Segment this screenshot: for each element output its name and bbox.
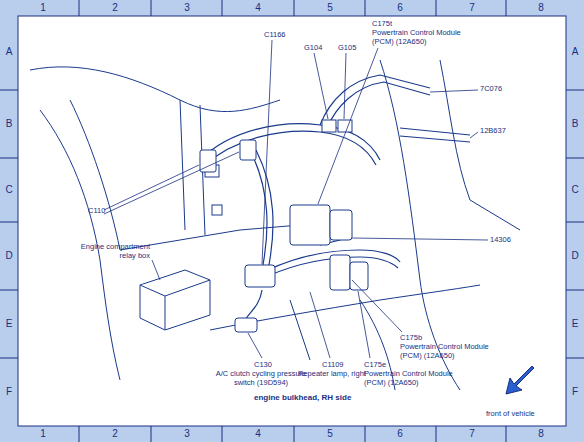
grid-number: 7 [462, 428, 482, 440]
grid-letter: D [568, 250, 582, 262]
callout-number: C175e [364, 361, 386, 370]
part-name: Engine compartment relay box [66, 243, 150, 260]
grid-number: 4 [248, 428, 268, 440]
callout-number: 7C076 [480, 85, 502, 94]
grid-number: 4 [248, 2, 268, 14]
part-name: Repeater lamp, right [298, 370, 366, 379]
grid-letter: F [568, 386, 582, 398]
callout-number: G104 [304, 44, 322, 53]
grid-number: 8 [531, 2, 551, 14]
callout-number: C130 [254, 361, 272, 370]
grid-number: 5 [320, 428, 340, 440]
grid-letter: F [2, 386, 16, 398]
grid-number: 1 [33, 428, 53, 440]
grid-letter: B [2, 118, 16, 130]
part-name: Powertrain Control Module (PCM) (12A650) [372, 29, 470, 46]
callout-number: 14306 [490, 236, 511, 245]
grid-number: 6 [390, 428, 410, 440]
grid-number: 2 [105, 2, 125, 14]
grid-number: 7 [462, 2, 482, 14]
engine-bay-lines [30, 60, 520, 390]
grid-number: 5 [320, 2, 340, 14]
drawing-frame [18, 16, 566, 426]
part-name: Powertrain Control Module (PCM) (12A650) [400, 343, 498, 360]
grid-letter: B [568, 118, 582, 130]
grid-number: 3 [177, 428, 197, 440]
grid-number: 3 [177, 2, 197, 14]
grid-number: 8 [531, 428, 551, 440]
grid-letter: E [2, 318, 16, 330]
ground-g104 [322, 120, 336, 132]
grid-number: 6 [390, 2, 410, 14]
callout-number: C1166 [264, 31, 286, 40]
wiring-harness [200, 75, 470, 320]
grid-letter: E [568, 318, 582, 330]
callout-number: 12B637 [480, 127, 506, 136]
direction-note: front of vehicle [486, 410, 535, 419]
pcm-connector-c175b [330, 255, 350, 290]
grid-letter: C [568, 184, 582, 196]
grid-letter: A [2, 46, 16, 58]
grid-letter: A [568, 46, 582, 58]
relay-box [140, 270, 210, 330]
grid-number: 1 [33, 2, 53, 14]
connectors [140, 120, 368, 332]
grid-number: 2 [105, 428, 125, 440]
grid-letter: C [2, 184, 16, 196]
callout-number: C175t [372, 20, 392, 29]
connector-c1166 [245, 265, 275, 287]
callout-number: C110 [88, 207, 105, 216]
callout-number: C175b [400, 334, 422, 343]
caption: engine bulkhead, RH side [254, 394, 351, 403]
grid-letter: D [2, 250, 16, 262]
callout-number: G105 [338, 44, 356, 53]
part-name: Powertrain Control Module (PCM) (12A650) [364, 370, 462, 387]
pcm-connector-c175t [290, 205, 330, 245]
direction-arrow [506, 366, 534, 394]
ac-pressure-switch [235, 318, 257, 332]
callout-number: C1109 [322, 361, 344, 370]
leader-lines [104, 40, 488, 358]
